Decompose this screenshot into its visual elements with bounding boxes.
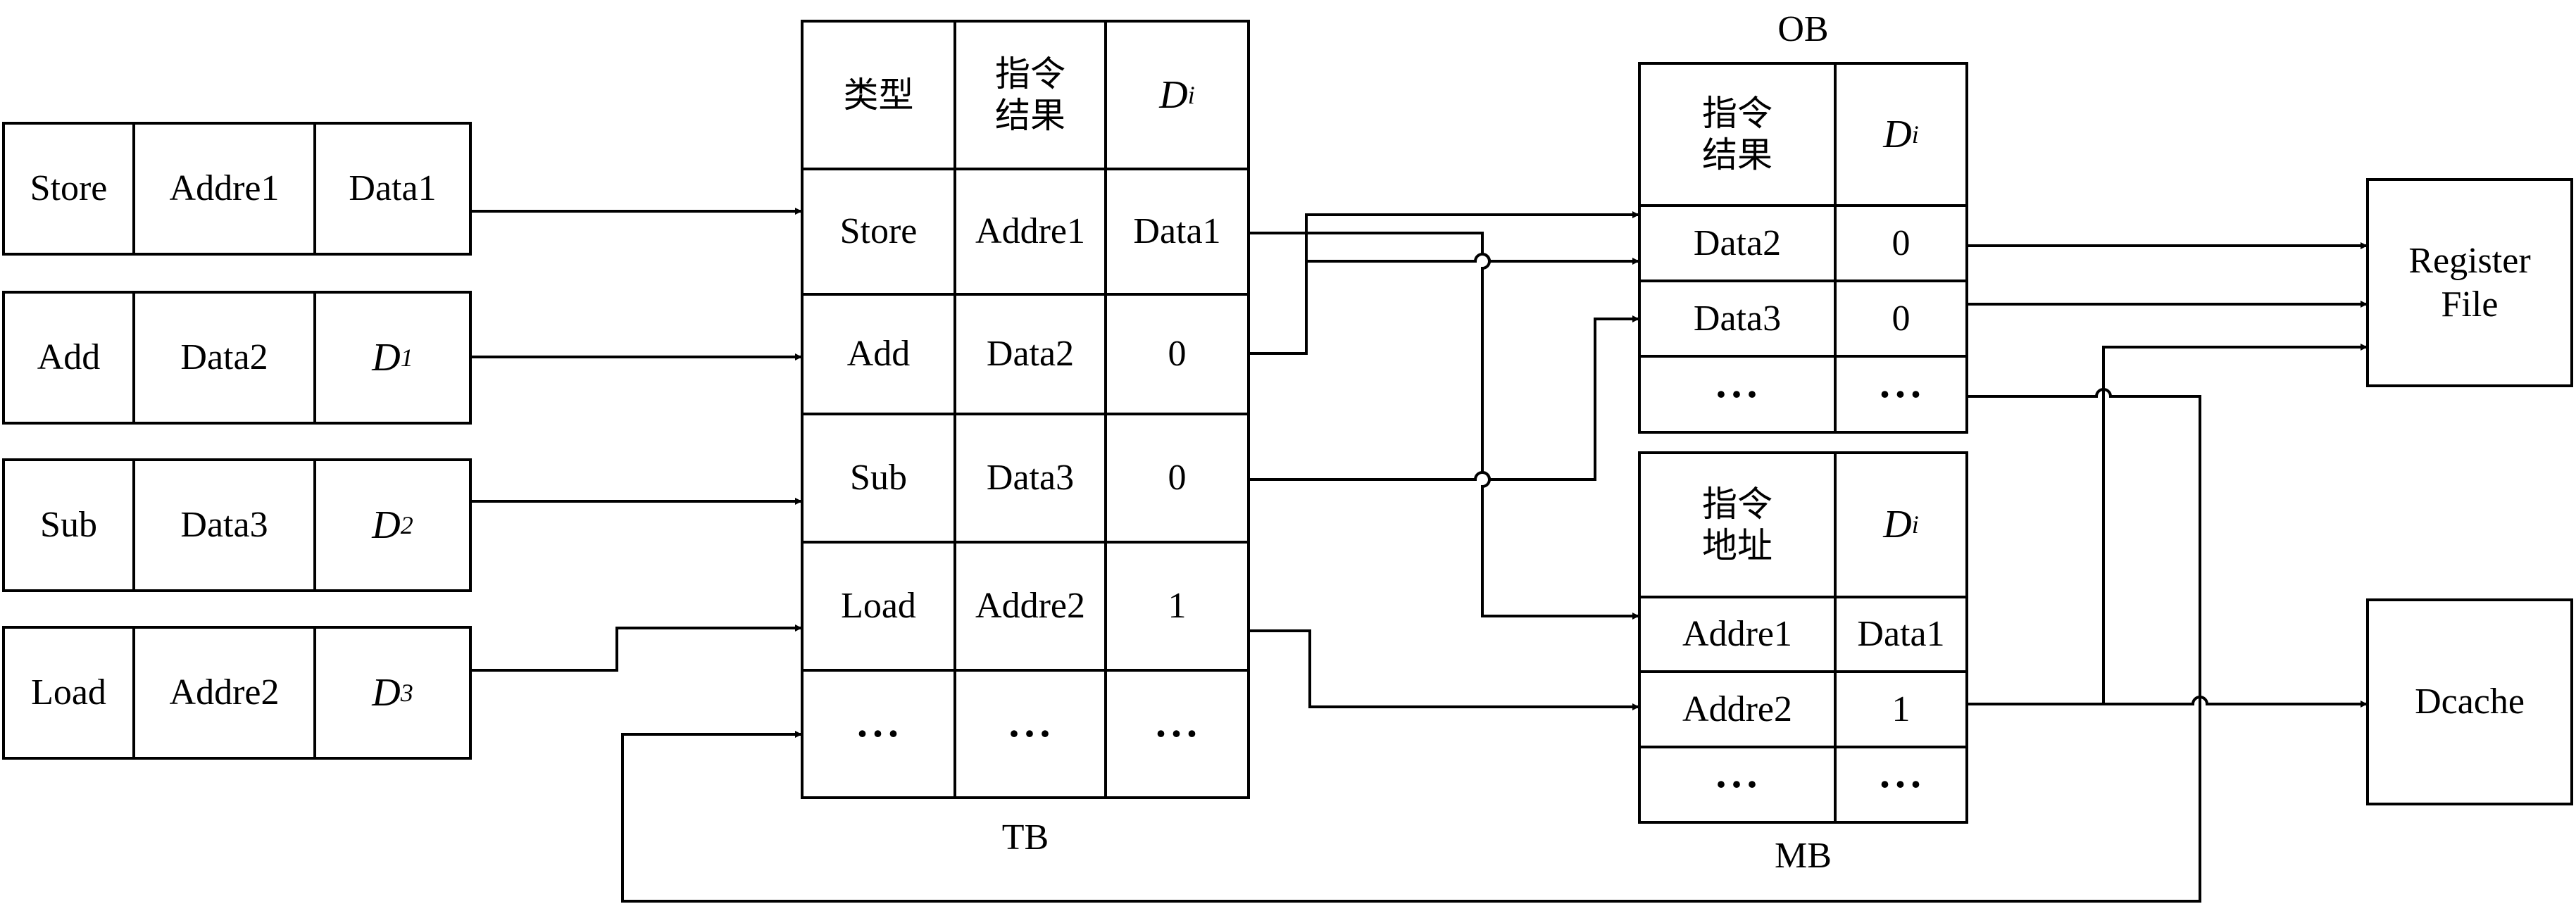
tb-header-cell: 类型 (843, 74, 914, 115)
ob-cell: 0 (1892, 222, 1911, 263)
arrow-add-to-ob (1249, 211, 1639, 355)
instruction-cell: Data2 (180, 337, 268, 378)
instruction-type: Load (31, 672, 106, 713)
tb-cell: Sub (850, 458, 907, 498)
mb-cell: 1 (1892, 689, 1911, 729)
tb-cell: Load (841, 586, 916, 627)
tb-cell: 0 (1168, 458, 1187, 498)
mb-cell: Addre1 (1682, 614, 1792, 655)
tb-cell: 0 (1168, 334, 1187, 375)
tb-cell: Data3 (986, 458, 1075, 498)
mb-header-cell: 指令 地址 (1702, 483, 1772, 566)
tb-cell: Addre1 (975, 211, 1085, 252)
ob-cell: Data3 (1693, 298, 1782, 339)
arrow-load-to-tb (470, 624, 802, 672)
ob-cell: ··· (1713, 370, 1761, 418)
tb-table (801, 20, 1250, 799)
tb-cell: ··· (1153, 710, 1201, 758)
mb-cell: Addre2 (1682, 689, 1792, 729)
tb-cell: Add (846, 334, 911, 375)
instruction-type: Store (30, 168, 108, 209)
line-ob-to-feedback (1967, 388, 2201, 780)
tb-label: TB (1001, 817, 1049, 858)
tb-cell: ··· (855, 710, 902, 758)
dcache-label: Dcache (2415, 682, 2525, 722)
tb-cell: Store (839, 211, 918, 252)
mb-table (1638, 451, 1968, 824)
tb-cell: 1 (1168, 586, 1187, 627)
mb-label: MB (1775, 836, 1832, 877)
ob-cell: 0 (1892, 298, 1911, 339)
instruction-row (2, 626, 472, 760)
instruction-cell: Data3 (180, 505, 268, 546)
dcache-box (2366, 598, 2573, 805)
tb-cell: Data1 (1133, 211, 1221, 252)
ob-header-cell: 指令 结果 (1702, 93, 1772, 175)
register-file-box (2366, 178, 2573, 387)
arrow-feedback-to-tb (621, 731, 2201, 903)
instruction-row (2, 122, 472, 256)
tb-cell: Data2 (986, 334, 1075, 375)
arrow-load-to-mb (1249, 629, 1639, 710)
tb-cell: ··· (1006, 710, 1054, 758)
register-file-label: Register File (2408, 241, 2531, 325)
arrow-mb-to-dcache (1967, 696, 2368, 708)
ob-label: OB (1777, 9, 1829, 50)
instruction-cell: Addre1 (169, 168, 280, 209)
instruction-row (2, 458, 472, 592)
arrow-mb-to-regfile (1967, 344, 2368, 705)
tb-header-cell: 指令 结果 (995, 54, 1065, 136)
instruction-cell: Data1 (349, 168, 437, 209)
ob-cell: Data2 (1693, 222, 1782, 263)
instruction-type: Sub (40, 505, 97, 546)
instruction-cell: Addre2 (169, 672, 280, 713)
mb-cell: Data1 (1857, 614, 1945, 655)
ob-table (1638, 62, 1968, 434)
ob-cell: ··· (1877, 370, 1925, 418)
arrow-tb-to-ob-2 (1306, 253, 1639, 265)
tb-cell: Addre2 (975, 586, 1085, 627)
mb-cell: ··· (1877, 761, 1925, 808)
mb-cell: ··· (1713, 761, 1761, 808)
instruction-type: Add (37, 337, 101, 378)
